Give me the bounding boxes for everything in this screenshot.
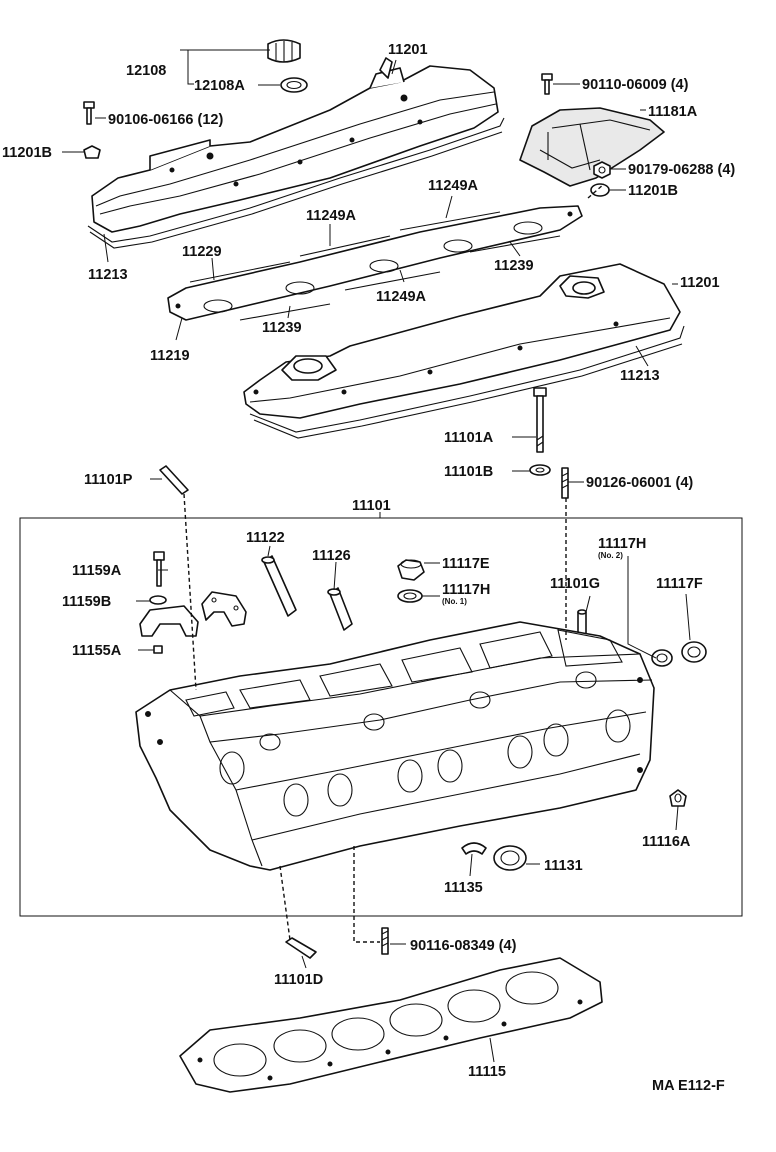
seal-11131[interactable] xyxy=(493,845,527,871)
label-90116-08349: 90116-08349 (4) xyxy=(410,938,517,954)
label-11117F: 11117F xyxy=(656,576,703,592)
head-bolt-washer[interactable] xyxy=(529,464,551,476)
bearing-cap-washer[interactable] xyxy=(149,595,167,605)
cam-housing-gasket[interactable] xyxy=(167,205,583,321)
plug-11117H-no1[interactable] xyxy=(397,589,423,603)
stud-right[interactable] xyxy=(561,467,569,499)
valve-cover-lower[interactable] xyxy=(243,263,681,419)
label-11101B: 11101B xyxy=(444,464,493,480)
label-11201-right: 11201 xyxy=(680,275,720,291)
label-11249A-top: 11249A xyxy=(428,178,479,194)
label-11101A: 11101A xyxy=(444,430,494,446)
valve-guide-long[interactable] xyxy=(261,555,297,617)
label-11135: 11135 xyxy=(444,880,483,896)
label-11159B: 11159B xyxy=(62,594,111,610)
label-11249A-low: 11249A xyxy=(376,289,427,305)
stud-90116[interactable] xyxy=(381,927,389,955)
valve-cover-upper[interactable] xyxy=(91,65,499,233)
label-11155A: 11155A xyxy=(72,643,122,659)
part-labels: 12108 12108A 11201 90110-06009 (4) 11181… xyxy=(2,42,735,1094)
valve-cover-bolt[interactable] xyxy=(83,101,95,125)
cam-cover-plate[interactable] xyxy=(519,107,665,187)
cylinder-head-group-frame xyxy=(19,517,743,917)
label-90110-06009: 90110-06009 (4) xyxy=(582,77,689,93)
label-11213-right: 11213 xyxy=(620,368,660,384)
label-11122: 11122 xyxy=(246,530,285,546)
label-11239-right: 11239 xyxy=(494,258,534,274)
label-11126: 11126 xyxy=(312,548,351,564)
plug-11117F[interactable] xyxy=(681,641,707,663)
label-no2-note: (No. 2) xyxy=(598,551,623,560)
label-11249A-mid: 11249A xyxy=(306,208,357,224)
label-11117E: 11117E xyxy=(442,556,490,572)
plug-11117E[interactable] xyxy=(397,559,425,581)
label-12108A: 12108A xyxy=(194,78,245,94)
grommet-right[interactable] xyxy=(590,183,610,197)
stud-11101D[interactable] xyxy=(285,937,317,959)
stud-left[interactable] xyxy=(159,465,189,495)
label-11201-top: 11201 xyxy=(388,42,428,58)
label-11131: 11131 xyxy=(544,858,583,874)
valve-guide-short[interactable] xyxy=(327,587,353,631)
head-bolt[interactable] xyxy=(533,387,547,453)
head-gasket[interactable] xyxy=(179,957,603,1093)
grommet-left[interactable] xyxy=(83,145,101,159)
label-11115: 11115 xyxy=(468,1064,506,1080)
cylinder-head[interactable] xyxy=(135,621,655,871)
seal-11116A[interactable] xyxy=(669,789,687,807)
label-11229: 11229 xyxy=(182,244,222,260)
label-90106-06166: 90106-06166 (12) xyxy=(108,112,223,128)
valve-cover-gasket-lower[interactable] xyxy=(249,325,685,439)
label-11101G: 11101G xyxy=(550,576,600,592)
cam-cover-bolt[interactable] xyxy=(541,73,553,95)
label-11213-left: 11213 xyxy=(88,267,128,283)
label-11116A: 11116A xyxy=(642,834,691,850)
valve-cover-gasket-upper[interactable] xyxy=(87,117,505,249)
label-11239-left: 11239 xyxy=(262,320,302,336)
label-12108: 12108 xyxy=(126,63,166,79)
label-90179-06288: 90179-06288 (4) xyxy=(628,162,735,178)
label-11181A: 11181A xyxy=(648,104,698,120)
label-11101D: 11101D xyxy=(274,972,323,988)
label-11101: 11101 xyxy=(352,498,391,514)
plug-11117H-no2[interactable] xyxy=(651,649,673,667)
label-11201B-left: 11201B xyxy=(2,145,52,161)
label-11117H-no1: 11117H xyxy=(442,582,490,598)
leader-lines xyxy=(62,49,691,1063)
oil-filler-cap[interactable] xyxy=(267,39,301,63)
label-11117H-no2: 11117H xyxy=(598,536,646,552)
alignment-lines xyxy=(183,183,605,943)
cap-pin[interactable] xyxy=(153,645,163,654)
seal-11135[interactable] xyxy=(461,842,487,855)
bearing-cap[interactable] xyxy=(139,605,199,637)
label-11201B-right: 11201B xyxy=(628,183,678,199)
cam-cover-nut[interactable] xyxy=(593,161,611,179)
label-90126-06001: 90126-06001 (4) xyxy=(586,475,693,491)
label-no1-note: (No. 1) xyxy=(442,597,467,606)
pcv-fitting xyxy=(379,57,393,79)
diagram-code: MA E112-F xyxy=(652,1078,725,1094)
label-11101P: 11101P xyxy=(84,472,133,488)
bearing-cap-2[interactable] xyxy=(201,591,247,627)
bearing-cap-bolt[interactable] xyxy=(153,551,165,587)
label-11219: 11219 xyxy=(150,348,190,364)
oil-filler-cap-gasket[interactable] xyxy=(280,77,308,93)
label-11159A: 11159A xyxy=(72,563,122,579)
baffle-plate-strips[interactable] xyxy=(189,211,561,321)
